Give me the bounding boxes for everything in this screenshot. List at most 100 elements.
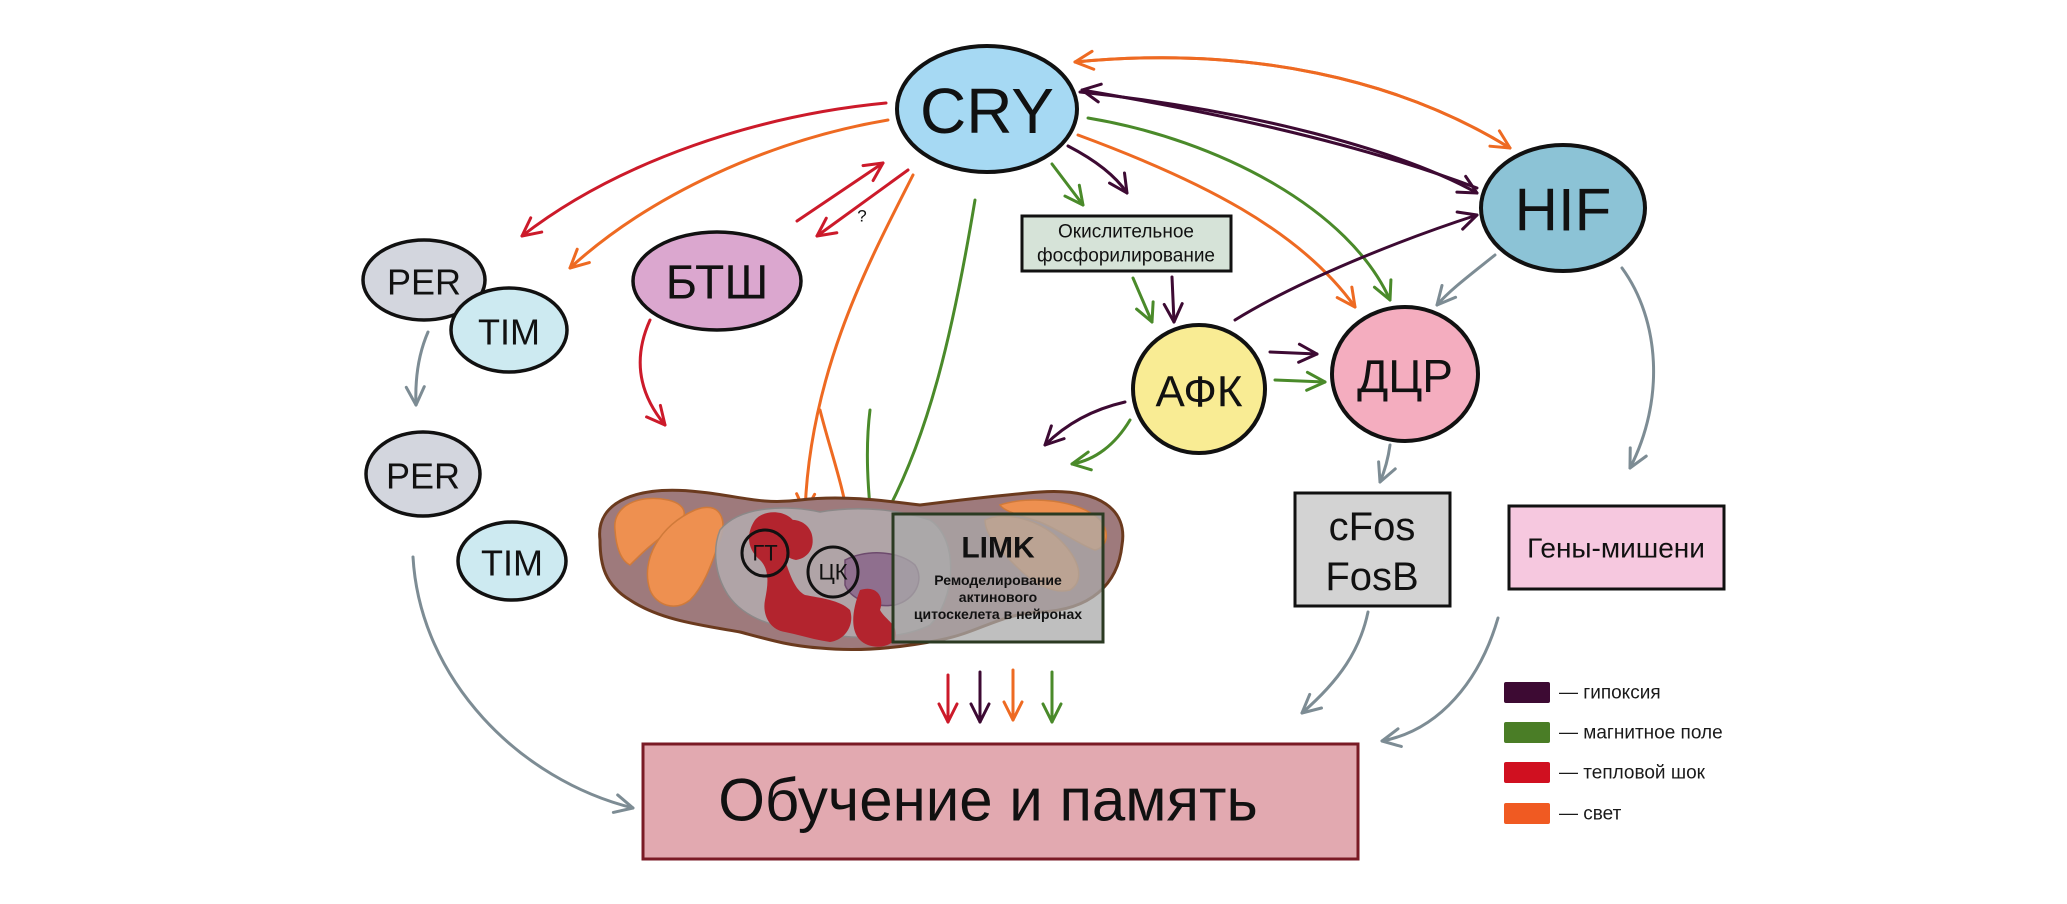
region-ck-circle <box>806 545 860 599</box>
arrow-cry-to-btsh-heat-head <box>815 216 839 238</box>
arrow-cry-to-oxphos-hypoxia <box>1066 144 1129 195</box>
arrow-afk-to-dcr-magnetic <box>1273 370 1327 392</box>
arrow-oxphos-to-afk-hypoxia <box>1162 275 1184 324</box>
arrow-cry-to-oxphos-hypoxia-line <box>1066 144 1129 195</box>
arrows-layer <box>404 49 1656 814</box>
question-mark: ? <box>857 207 866 226</box>
limk-line-2: актинового <box>959 589 1037 605</box>
legend-label-magnetic: — магнитное поле <box>1559 723 1723 744</box>
arrow-cry-to-hif-hypoxia <box>1078 90 1479 195</box>
box-cfos-line-2: FosB <box>1325 555 1418 599</box>
node-tim-bottom: TIM <box>456 520 568 602</box>
arrow-cry-to-brain-light <box>795 173 915 514</box>
arrow-cry-to-dcr-magnetic-head <box>1372 278 1393 302</box>
box-target-genes: Гены-мишени <box>1507 504 1726 591</box>
node-tim-bottom-label: TIM <box>481 543 543 584</box>
arrow-pertim-to-per-line <box>414 330 430 407</box>
arrow-cry-to-oxphos-hypoxia-head <box>1108 171 1129 195</box>
mushroom-body-left <box>748 512 852 642</box>
limk-line-3: цитоскелета в нейронах <box>914 606 1082 622</box>
arrow-btsh-to-brain-heat-line <box>638 318 667 427</box>
arrow-cry-to-oxphos-magnetic-line <box>1050 162 1085 207</box>
arrow-pertim-to-per <box>404 330 430 407</box>
arrow-cry-to-dcr-light-line <box>1076 133 1357 309</box>
arrow-afk-to-brain-magnetic-line <box>1070 418 1132 466</box>
node-btsh-label: БТШ <box>666 257 769 310</box>
arrow-cry-to-per-heat <box>520 101 888 238</box>
legend-label-hypoxia: — гипоксия <box>1559 683 1661 704</box>
arrow-to-learning-magnetic <box>1041 670 1063 724</box>
legend-label-heat: — тепловой шок <box>1559 763 1706 784</box>
box-oxphos: Окислительное фосфорилирование <box>1020 214 1233 273</box>
node-dcr-label: ДЦР <box>1357 350 1453 402</box>
arrow-hif-to-cry-hypoxia <box>1080 82 1479 190</box>
arrow-btsh-to-brain-heat <box>638 318 667 427</box>
arrow-cry-to-dcr-light-head <box>1335 285 1357 309</box>
arrow-cfos-to-learning-head <box>1300 692 1323 715</box>
node-hif: HIF <box>1479 143 1647 273</box>
arrow-cry-to-dcr-light <box>1076 133 1357 309</box>
node-cry: CRY <box>895 44 1079 174</box>
limk-line-1: Ремоделирование <box>934 572 1062 588</box>
arrow-btsh-to-brain-heat-head <box>645 403 667 427</box>
legend-swatch-light <box>1504 803 1550 824</box>
arrow-tim-to-learning <box>411 555 635 814</box>
arrow-cry-to-tim-light <box>568 118 890 270</box>
mushroom-body-right <box>853 588 897 647</box>
box-target-genes-label: Гены-мишени <box>1527 533 1705 564</box>
arrow-afk-to-brain-hypoxia-head <box>1043 424 1066 447</box>
arrow-btsh-to-cry-heat <box>795 161 885 223</box>
arrow-oxphos-to-afk-magnetic <box>1131 276 1155 324</box>
arrow-dcr-to-cfos <box>1377 443 1397 484</box>
arrow-btsh-to-cry-heat-line <box>795 161 885 223</box>
arrow-to-learning-hypoxia-head <box>969 702 991 724</box>
arrow-cry-to-brain-magnetic <box>876 198 977 530</box>
arrow-afk-to-dcr-magnetic-line <box>1273 378 1327 384</box>
mushroom-body-extra <box>774 519 813 560</box>
arrow-to-learning-magnetic-head <box>1041 702 1063 724</box>
arrow-hif-to-dcr <box>1435 253 1497 307</box>
arrow-to-learning-heat <box>937 673 959 724</box>
arrow-afk-to-brain-magnetic-head <box>1070 450 1093 472</box>
node-tim-top-label: TIM <box>478 312 540 353</box>
arrow-cry-to-per-heat-head <box>520 216 544 238</box>
arrow-cry-to-tim-light-head <box>568 247 591 270</box>
arrow-afk-to-brain-magnetic <box>1070 418 1132 472</box>
node-tim-top: TIM <box>449 286 569 374</box>
arrow-cry-to-dcr-magnetic-line <box>1086 116 1392 302</box>
arrow-oxphos-to-afk-hypoxia-head <box>1162 302 1184 324</box>
box-learning-memory: Обучение и память <box>641 742 1360 861</box>
arrow-btsh-to-cry-heat-head <box>861 161 885 183</box>
arrow-cry-to-oxphos-magnetic-head <box>1063 183 1085 207</box>
arrow-hif-to-cry-light <box>1073 49 1512 150</box>
arrow-cry-to-hif-hypoxia-line <box>1078 90 1479 195</box>
box-learning-memory-label: Обучение и память <box>718 767 1258 834</box>
arrow-to-learning-light-head <box>1002 700 1024 722</box>
arrow-tim-to-learning-line <box>411 555 635 810</box>
node-dcr: ДЦР <box>1330 305 1480 443</box>
arrow-afk-to-dcr-hypoxia <box>1268 342 1319 364</box>
arrow-hif-to-dcr-head <box>1435 284 1458 307</box>
node-afk-label: АФК <box>1156 368 1243 417</box>
arrow-hif-to-cry-light-head <box>1073 49 1096 71</box>
region-gt-label: ГТ <box>752 541 777 566</box>
node-per-bottom: PER <box>364 430 482 518</box>
arrow-pertim-to-per-head <box>404 385 426 407</box>
arrow-hif-to-cry-hypoxia-line <box>1080 88 1479 190</box>
arrow-cry-to-hif-light <box>1073 56 1512 150</box>
arrow-afk-to-hif-hypoxia <box>1233 210 1479 322</box>
arrow-cry-to-brain-light-line <box>803 173 915 514</box>
arrow-hif-to-targets <box>1620 266 1656 470</box>
arrow-hif-to-targets-head <box>1628 446 1648 470</box>
arrow-targets-to-learning-line <box>1380 616 1500 743</box>
box-cfos-line-1: cFos <box>1329 505 1416 549</box>
node-cry-label: CRY <box>920 75 1054 147</box>
arrow-afk-to-hif-hypoxia-head <box>1455 210 1479 231</box>
arrow-hif-to-cry-light-line <box>1073 56 1512 150</box>
arrow-dcr-to-cfos-head <box>1377 460 1397 484</box>
arrow-cry-to-dcr-magnetic <box>1086 116 1393 302</box>
node-per-bottom-label: PER <box>386 456 460 497</box>
arrow-afk-to-brain-hypoxia <box>1043 400 1127 447</box>
arrow-cry-to-per-heat-line <box>520 101 888 238</box>
